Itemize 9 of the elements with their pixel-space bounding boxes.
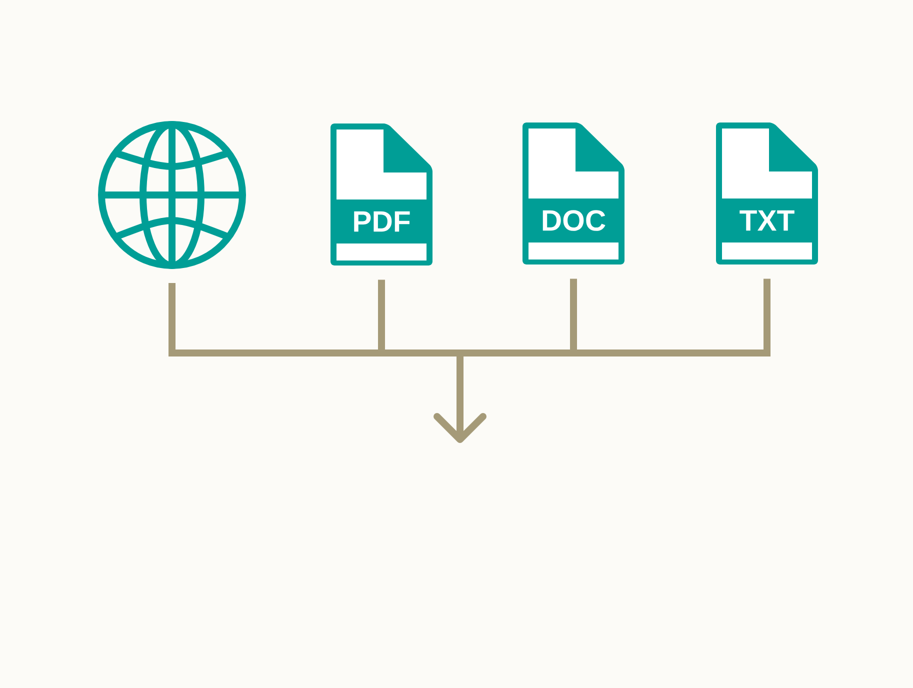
connector-line — [460, 350, 574, 356]
globe-icon — [98, 121, 246, 269]
connector-line — [570, 278, 577, 350]
connector-line — [168, 350, 382, 356]
connector-line — [168, 283, 176, 350]
connector-line — [382, 350, 460, 356]
connector-line — [574, 350, 770, 356]
connector-line — [378, 280, 385, 350]
connector-line — [764, 278, 770, 350]
